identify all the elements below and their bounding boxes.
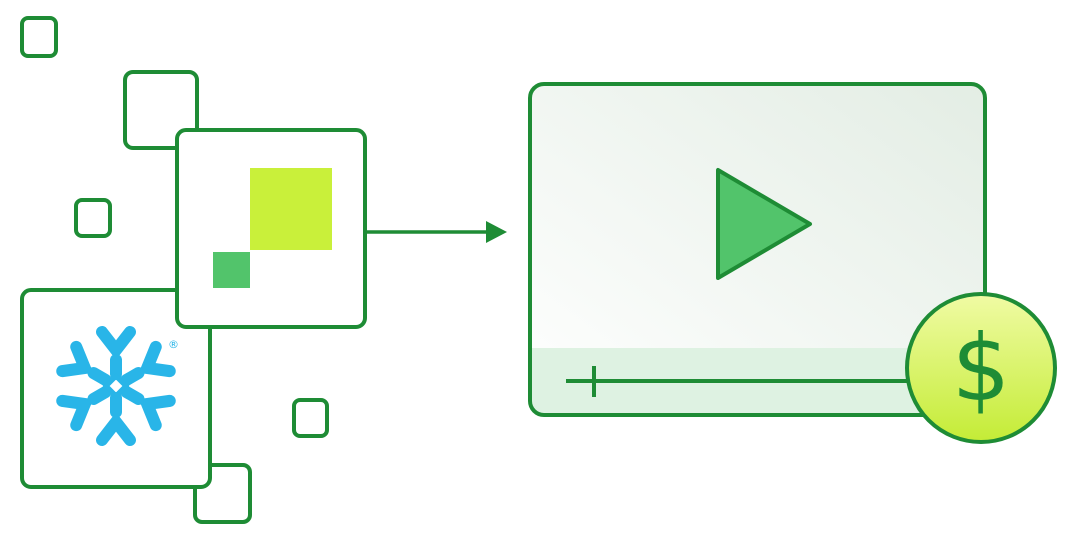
play-icon — [716, 168, 812, 280]
snowflake-arm — [96, 392, 136, 446]
dollar-symbol: $ — [952, 315, 1011, 422]
deco-square — [20, 16, 58, 58]
snowflake-logo-icon — [56, 326, 176, 446]
green-lime-logo-card — [175, 128, 367, 329]
snowflake-arm — [56, 340, 112, 386]
deco-square — [292, 398, 329, 438]
snowflake-arm — [120, 340, 176, 386]
registered-mark: ® — [168, 338, 179, 351]
deco-square — [123, 70, 199, 150]
snowflake-arm — [96, 326, 136, 380]
deco-square — [193, 463, 252, 524]
dollar-coin-icon: $ — [905, 292, 1057, 444]
lime-square — [250, 168, 332, 250]
progress-track — [566, 366, 915, 397]
arrow-right-icon — [365, 221, 507, 243]
deco-square — [74, 198, 112, 238]
snowflake-center — [102, 372, 130, 400]
snowflake-card: ® — [20, 288, 212, 489]
green-square — [213, 252, 250, 288]
snowflake-arm — [56, 386, 112, 432]
snowflake-arm — [120, 386, 176, 432]
